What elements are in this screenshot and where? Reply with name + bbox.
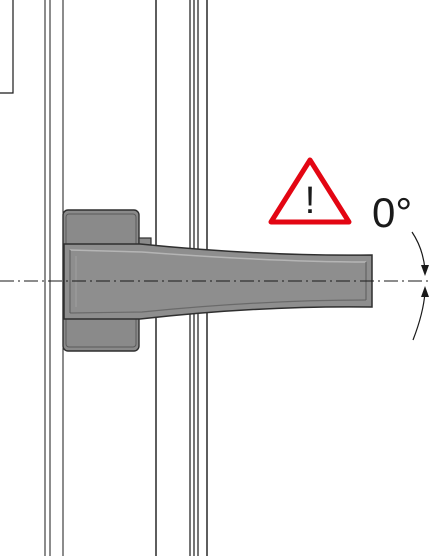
- inset-frame: [0, 0, 14, 94]
- arrow-down-icon: [421, 265, 429, 276]
- warning-triangle-icon: !: [268, 157, 352, 225]
- arrow-up-icon: [421, 286, 429, 297]
- warning-symbol: !: [305, 180, 316, 222]
- angle-label: 0°: [372, 189, 413, 236]
- angle-indicator: [411, 231, 426, 341]
